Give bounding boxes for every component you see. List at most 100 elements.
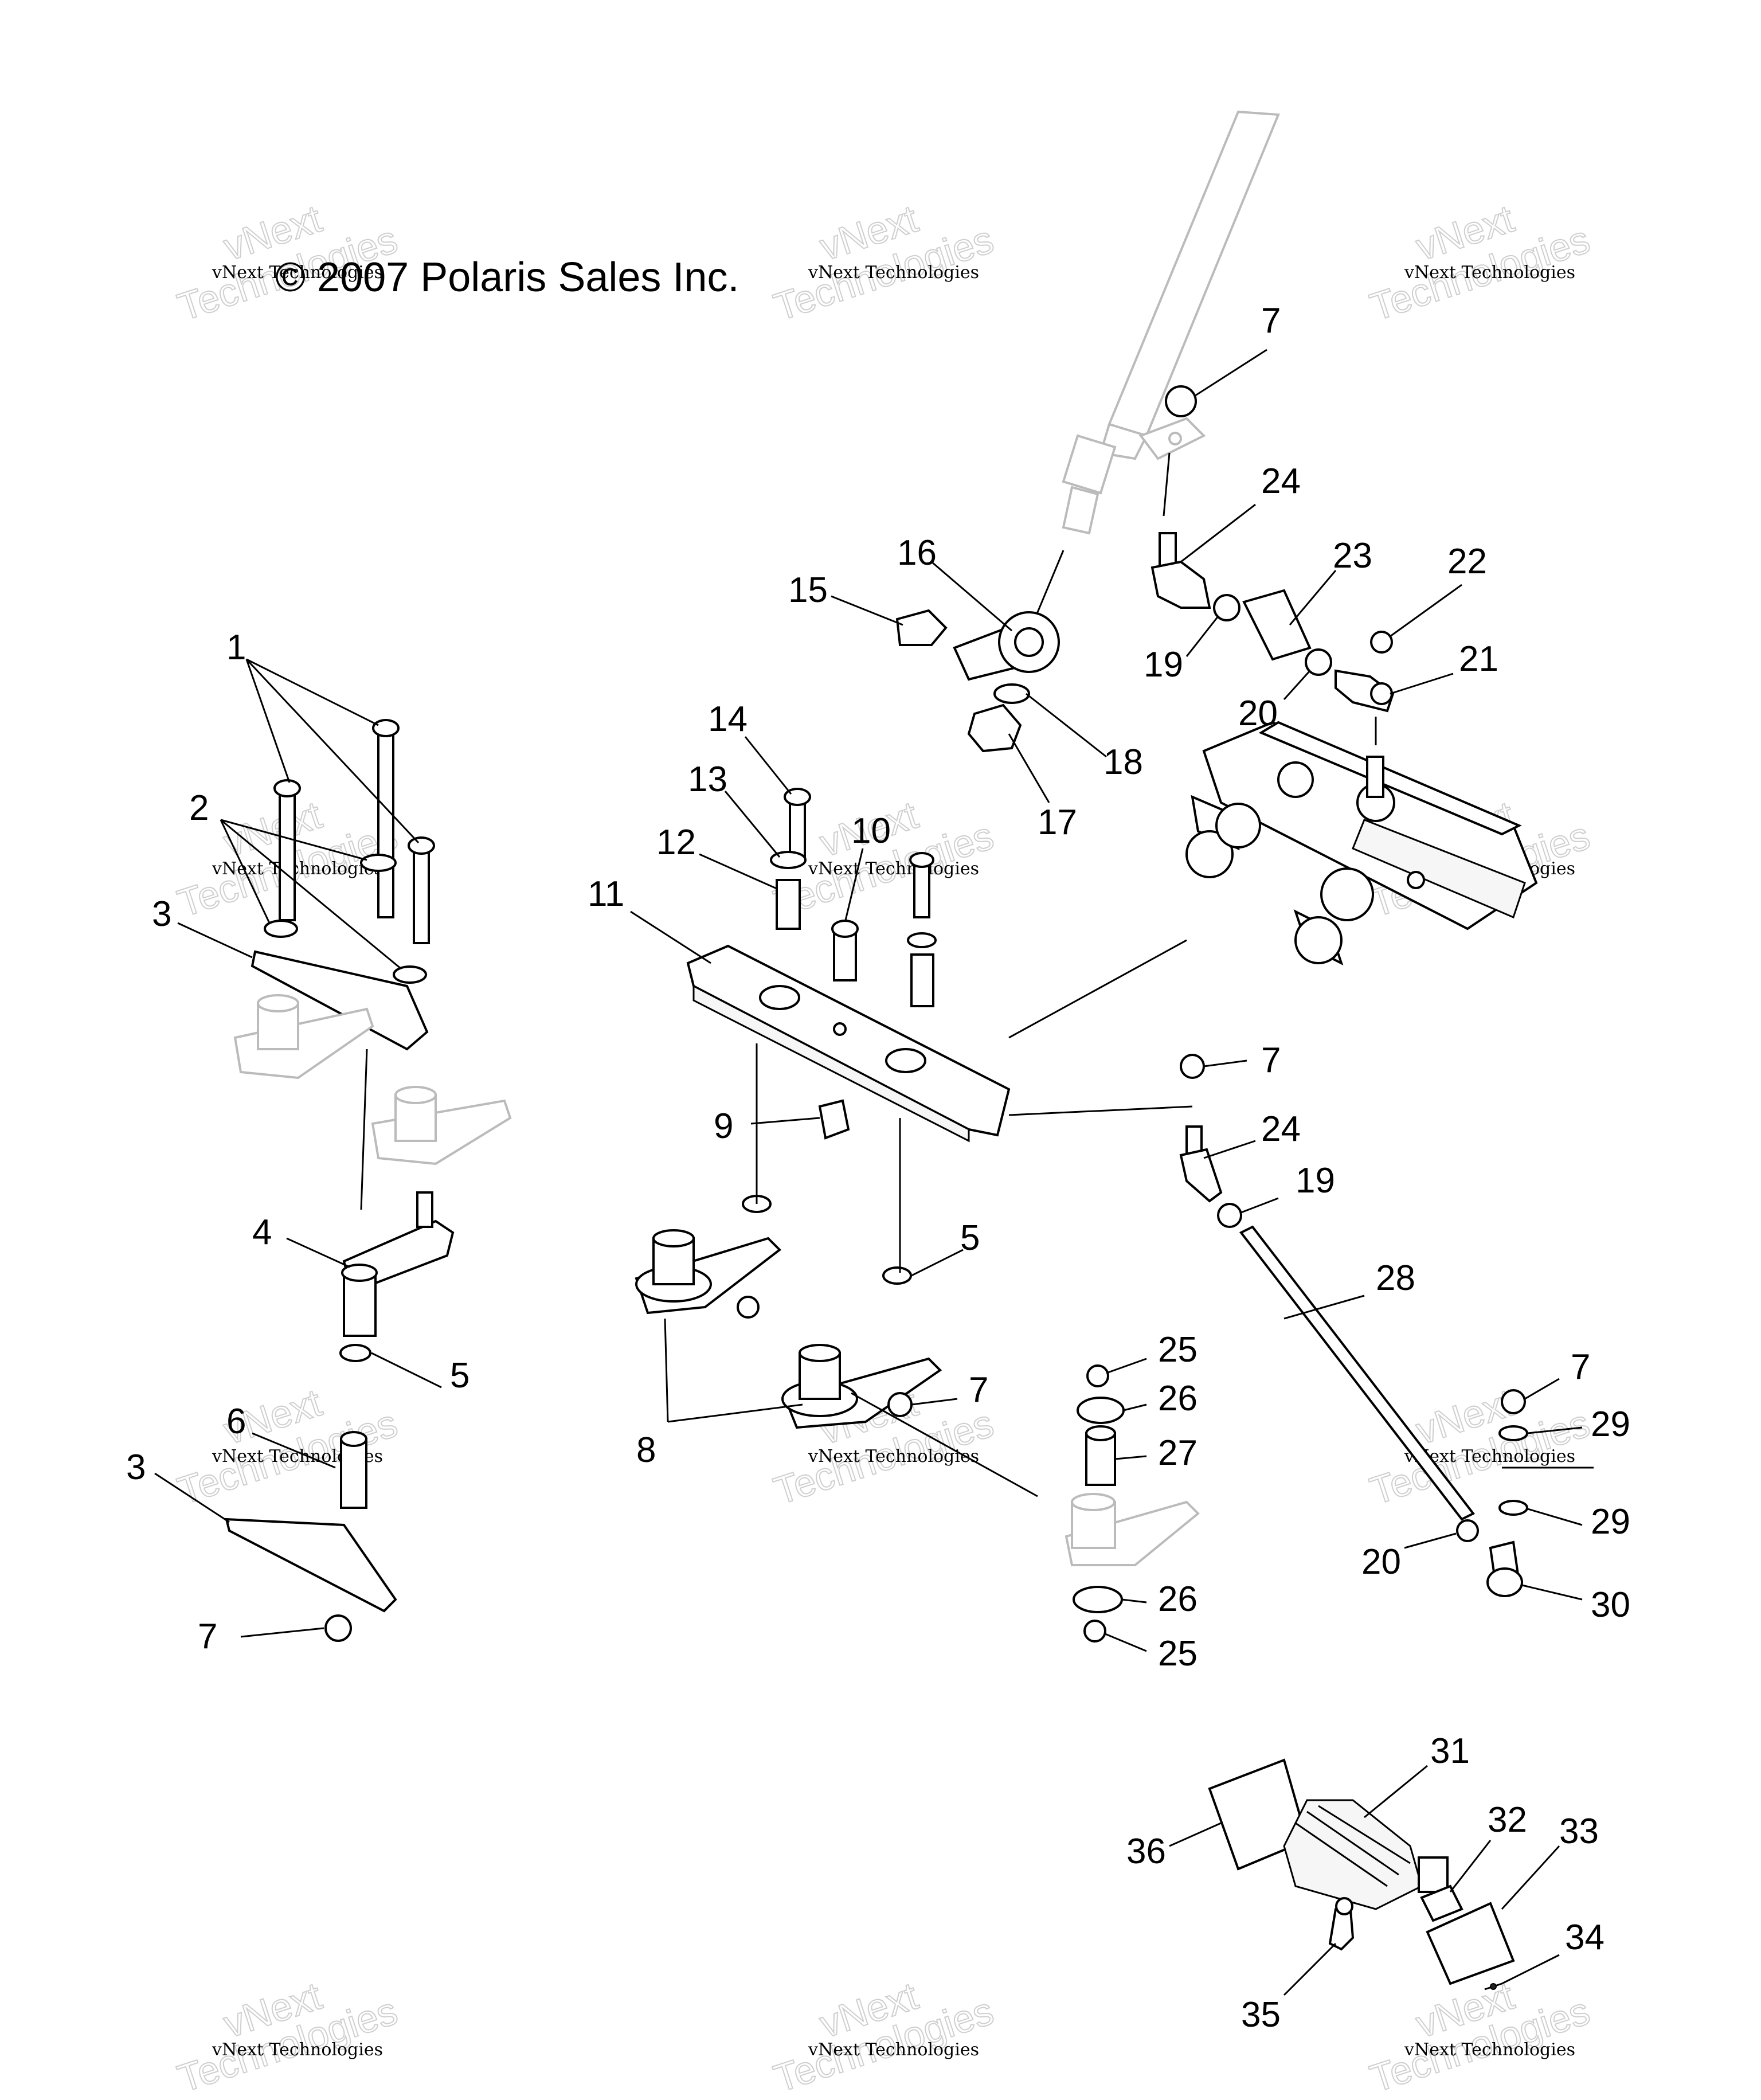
pivot-arms-8 [635,1195,942,1429]
tie-rod-lower [1179,1054,1528,1597]
callout-6: 6 [226,1402,246,1441]
callout-1: 1 [226,628,246,667]
leader-lines [154,349,1594,1996]
callout-35: 35 [1241,1995,1281,2035]
callout-5-center: 5 [960,1218,980,1258]
watermark-top-right: vNext Technologies vNext Technologies [1364,196,1595,330]
spacer-right [910,953,934,1007]
svg-text:vNext Technologies: vNext Technologies [212,2040,383,2060]
watermark-bottom-right: vNext Technologies vNext Technologies [1364,1973,1595,2100]
bolt-14 [789,796,806,861]
nut-15 [895,609,948,646]
callout-30: 30 [1591,1585,1630,1625]
callout-10: 10 [851,811,891,851]
callout-8: 8 [636,1430,656,1470]
callout-13: 13 [688,760,727,799]
spacer-12 [776,879,801,930]
callout-7-right: 7 [1571,1347,1590,1387]
rod-end-group [895,609,1060,753]
nut-25-lower [1083,1620,1106,1643]
callout-31: 31 [1430,1731,1470,1771]
svg-text:vNext Technologies: vNext Technologies [808,1446,979,1467]
callout-20-lower: 20 [1361,1542,1401,1582]
callout-11: 11 [588,874,624,914]
steering-column [1034,110,1280,620]
nut-7-center-a [737,1296,760,1319]
nut-9 [818,1099,850,1140]
nut-7-center-b [887,1392,913,1417]
washer-26-upper [1077,1397,1125,1424]
bolt-1-short-b [413,844,430,944]
callout-9: 9 [714,1106,733,1146]
callout-25-upper: 25 [1158,1330,1198,1370]
tie-rod-end-24-lower [1179,1148,1223,1203]
boot-31-neck [1418,1856,1449,1893]
callout-24-lower: 24 [1261,1109,1301,1149]
svg-text:vNext Technologies: vNext Technologies [212,263,383,283]
nut-7-left [324,1614,352,1642]
callout-24-upper: 24 [1261,462,1301,501]
svg-text:vNext Technologies: vNext Technologies [808,2040,979,2060]
callout-5-left: 5 [450,1356,469,1395]
boot-31 [1283,1799,1423,1910]
steering-box-assembly [1185,721,1538,965]
svg-text:vNext Technologies: vNext Technologies [808,859,979,879]
callout-15: 15 [788,570,828,610]
plate-3-lower [225,1518,397,1613]
tie-rod-28 [1239,1225,1476,1521]
bolt-1-short-a [279,787,296,921]
washer-29-a [1498,1425,1528,1441]
callout-28: 28 [1376,1258,1415,1298]
washer-13 [770,851,807,869]
svg-text:vNext Technologies: vNext Technologies [1404,263,1575,283]
pivot-stack-25-27 [1065,1364,1200,1643]
callout-21: 21 [1459,639,1498,679]
callout-33: 33 [1559,1812,1599,1851]
tie-rod-upper [1150,385,1395,745]
callout-34: 34 [1565,1918,1605,1957]
copyright-text: © 2007 Polaris Sales Inc. [275,255,739,300]
callout-22: 22 [1447,542,1487,581]
boot-assembly [1208,1758,1515,1990]
callout-7-top: 7 [1261,301,1281,341]
nut-7-mid [1180,1054,1205,1079]
washer-18 [993,683,1030,704]
callout-2: 2 [189,788,209,828]
callout-27: 27 [1158,1433,1198,1473]
jam-nut-20-upper [1305,648,1332,676]
callout-4: 4 [252,1213,272,1252]
callout-12: 12 [656,823,696,862]
callout-7-center: 7 [969,1370,988,1410]
callout-7-mid: 7 [1261,1041,1281,1080]
bolt-center-right [913,859,930,918]
svg-text:vNext Technologies: vNext Technologies [212,859,383,879]
tie-rod-end-24 [1150,560,1211,609]
callout-3-lower: 3 [126,1448,146,1487]
callout-17: 17 [1038,803,1077,842]
tie-rod-end-24-stud [1159,532,1177,569]
sleeve-23 [1242,589,1312,661]
callout-26-upper: 26 [1158,1379,1198,1418]
watermark-low-right: vNext Technologies vNext Technologies [1364,1380,1595,1514]
nut-25-upper [1086,1364,1109,1387]
callout-16: 16 [897,533,937,573]
callout-20-upper: 20 [1238,694,1278,733]
callout-23: 23 [1333,536,1372,576]
watermark-low-left: vNext Technologies vNext Technologies [172,1380,403,1514]
callout-18: 18 [1103,742,1143,782]
sleeve-32 [1420,1884,1463,1922]
callout-29-upper: 29 [1591,1405,1630,1444]
jam-nut-20-lower [1456,1519,1479,1542]
nut-17 [967,703,1022,753]
washer-29-b [1498,1500,1528,1516]
callout-26-lower: 26 [1158,1579,1198,1619]
callout-25-lower: 25 [1158,1634,1198,1673]
washer-2-a [360,854,397,872]
callout-3-upper: 3 [152,894,171,934]
watermark-bottom-left: vNext Technologies vNext Technologies [172,1973,403,2100]
washer-26-lower [1073,1586,1123,1613]
washer-5-left [339,1344,371,1362]
jam-nut-19-lower [1217,1203,1242,1228]
watermark-bottom-center: vNext Technologies vNext Technologies [768,1973,999,2100]
